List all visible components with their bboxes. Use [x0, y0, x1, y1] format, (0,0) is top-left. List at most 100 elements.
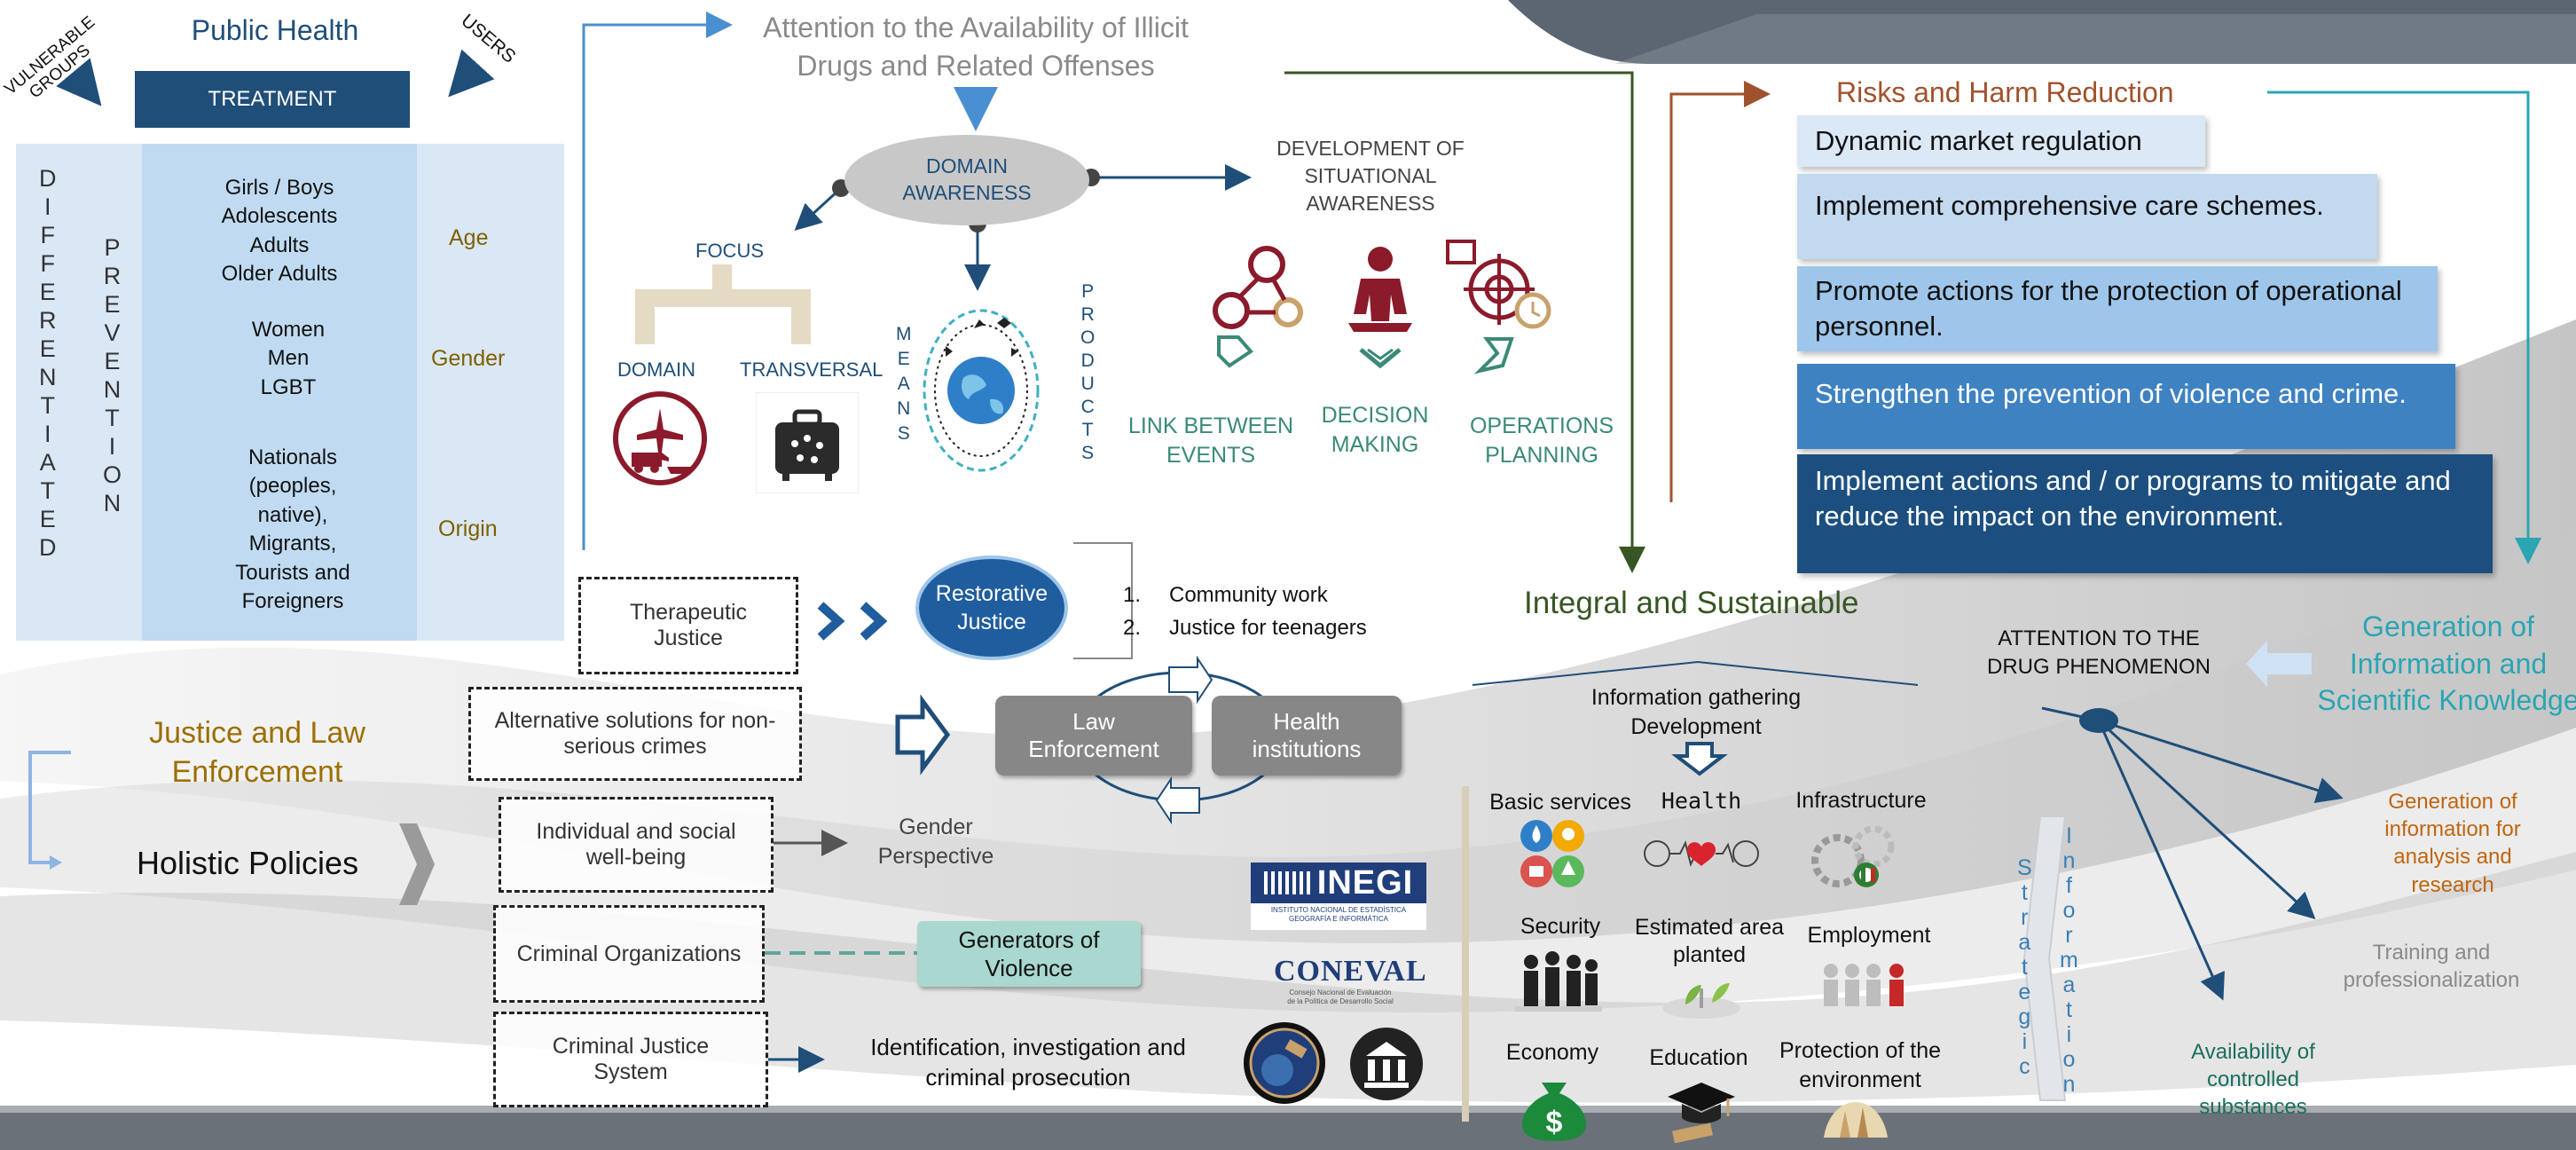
cell-protection-environment: Protection of the environment	[1779, 1038, 1942, 1092]
vertical-letter: e	[2018, 980, 2031, 1004]
public-health-title: Public Health	[191, 14, 359, 46]
vertical-letter: E	[104, 291, 121, 318]
health-heartbeat-icon	[1644, 840, 1759, 867]
vertical-letter: R	[103, 263, 122, 289]
vertical-letter: E	[104, 348, 121, 374]
vertical-letter: I	[43, 193, 51, 220]
domain-label: DOMAIN	[617, 358, 695, 381]
planted-area-icon	[1662, 983, 1740, 1019]
security-police-icon	[1515, 951, 1602, 1012]
vertical-letter: E	[39, 506, 56, 532]
vertical-letter: D	[1080, 351, 1095, 371]
vertical-letter: T	[1081, 420, 1094, 440]
vertical-letter: f	[2065, 873, 2072, 898]
vertical-letter: N	[103, 376, 122, 403]
risk-item-5: Implement actions and / or programs to m…	[1797, 454, 2493, 573]
cell-employment: Employment	[1807, 923, 1931, 948]
vertical-letter: I	[43, 421, 51, 447]
gender-category: Gender	[431, 346, 506, 371]
vertical-letter: I	[108, 433, 116, 460]
money-bag-icon: $	[1522, 1083, 1586, 1141]
vertical-letter: T	[40, 477, 56, 504]
cell-education: Education	[1649, 1045, 1748, 1070]
vertical-letter: t	[2065, 997, 2072, 1022]
age-category: Age	[449, 225, 489, 250]
vertical-letter: r	[2065, 923, 2073, 948]
criminal-organizations-box: Criminal Organizations	[493, 905, 765, 1003]
decision-person-icon	[1348, 247, 1412, 369]
vertical-letter: n	[2062, 1072, 2076, 1097]
risk-item-2: Implement comprehensive care schemes.	[1797, 174, 2377, 259]
transport-domain-icon	[613, 391, 707, 485]
vertical-letter: F	[40, 222, 56, 248]
cell-estimated-area-planted: Estimated area planted	[1634, 915, 1785, 968]
vertical-letter: t	[2021, 955, 2028, 980]
domain-awareness-ellipse: DOMAIN AWARENESS	[844, 135, 1089, 225]
vertical-letter: F	[40, 250, 56, 277]
prevention-panel-inner	[142, 144, 417, 641]
situational-awareness-label: DEVELOPMENT OF SITUATIONAL AWARENESS	[1276, 137, 1465, 216]
link-network-icon	[1213, 246, 1303, 368]
risk-item-1: Dynamic market regulation	[1797, 115, 2205, 167]
vertical-letter: A	[39, 449, 56, 476]
vertical-letter: E	[39, 279, 56, 305]
risk-item-4: Strengthen the prevention of violence an…	[1797, 364, 2455, 449]
vertical-letter: C	[1080, 397, 1095, 417]
vertical-letter: N	[897, 398, 911, 419]
vertical-letter: i	[2022, 1029, 2028, 1054]
vertical-letter: I	[2065, 823, 2072, 848]
vertical-letter: E	[39, 335, 56, 362]
globe-satellite-icon	[923, 309, 1040, 472]
vertical-letter: i	[2066, 1022, 2072, 1047]
vertical-letter: T	[105, 405, 120, 431]
vertical-letter: a	[2018, 930, 2031, 955]
vertical-letter: R	[1080, 304, 1095, 325]
risk-item-3: Promote actions for the protection of op…	[1797, 266, 2438, 351]
vertical-letter: A	[897, 374, 910, 394]
svg-text:$: $	[1546, 1106, 1563, 1139]
restorative-list: 1.Community work 2.Justice for teenagers	[1123, 583, 1367, 641]
vertical-letter: m	[2060, 948, 2078, 973]
suitcase-icon	[756, 392, 859, 493]
vertical-letter: O	[1080, 327, 1096, 348]
transversal-label: TRANSVERSAL	[740, 358, 884, 381]
vertical-letter: o	[2062, 1047, 2076, 1072]
vertical-letter: E	[897, 349, 910, 369]
vertical-letter: t	[2021, 880, 2028, 905]
attention-title: Attention to the Availability of Illicit…	[763, 12, 1189, 83]
vertical-letter: N	[103, 490, 122, 516]
holistic-policies-label: Holistic Policies	[137, 845, 359, 881]
cell-security: Security	[1520, 914, 1601, 939]
vertical-letter: O	[103, 461, 122, 488]
vertical-letter: n	[2062, 848, 2076, 873]
vertical-letter: V	[104, 319, 121, 346]
vertical-letter: S	[897, 423, 910, 444]
age-group-list: Girls / Boys Adolescents Adults Older Ad…	[221, 176, 338, 287]
employment-people-icon	[1824, 964, 1904, 1006]
infrastructure-gears-icon	[1811, 825, 1895, 887]
vertical-letter: R	[39, 307, 57, 334]
integral-title: Integral and Sustainable	[1524, 586, 1859, 620]
vertical-letter: D	[39, 165, 57, 192]
alternative-solutions-box: Alternative solutions for non-serious cr…	[468, 687, 802, 781]
institution-seal-icon	[1350, 1028, 1423, 1100]
vertical-letter: D	[39, 534, 57, 561]
environment-icon	[1824, 1102, 1888, 1138]
